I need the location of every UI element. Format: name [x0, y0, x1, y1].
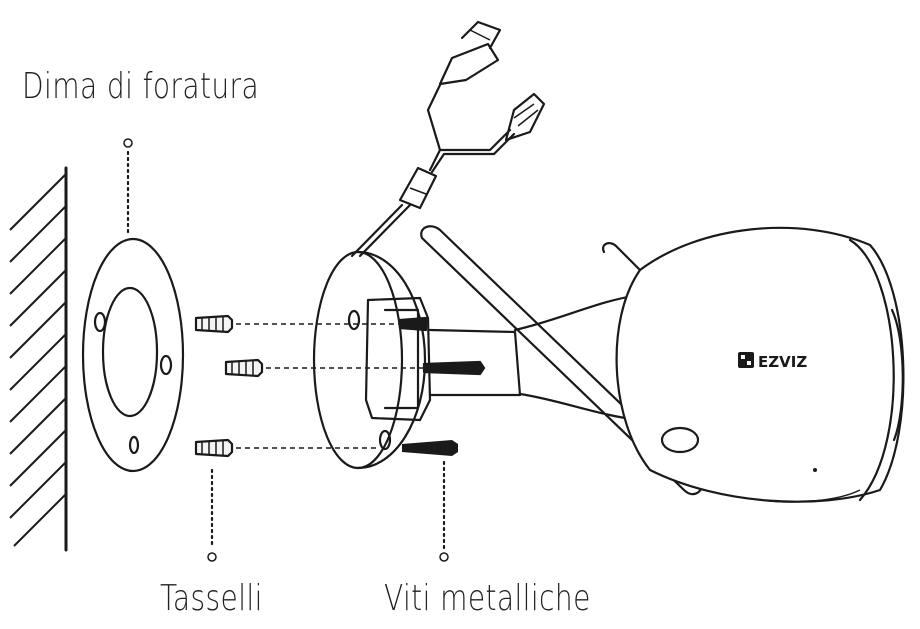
screws-pointer-dot: [439, 552, 449, 562]
metal-screw: [402, 440, 458, 562]
logo-text: EZVIZ: [758, 353, 807, 371]
ezviz-logo: EZVIZ: [738, 352, 807, 371]
anchor-bottom: [194, 438, 234, 458]
template-pointer-dot: [123, 138, 133, 148]
drill-template: [81, 138, 185, 473]
wall-anchors-label: Tasselli: [160, 578, 263, 619]
anchor-top: [194, 314, 234, 334]
wall-anchors: [194, 314, 264, 562]
anchor-middle: [224, 358, 264, 378]
metal-screws-label: Viti metalliche: [384, 578, 591, 619]
anchors-pointer-dot: [207, 552, 217, 562]
cable: [350, 20, 546, 258]
mounting-base: [312, 250, 522, 470]
wall: [9, 166, 68, 552]
drill-template-label: Dima di foratura: [22, 66, 260, 107]
camera-body: [420, 225, 905, 503]
alignment-lines: [236, 323, 440, 449]
